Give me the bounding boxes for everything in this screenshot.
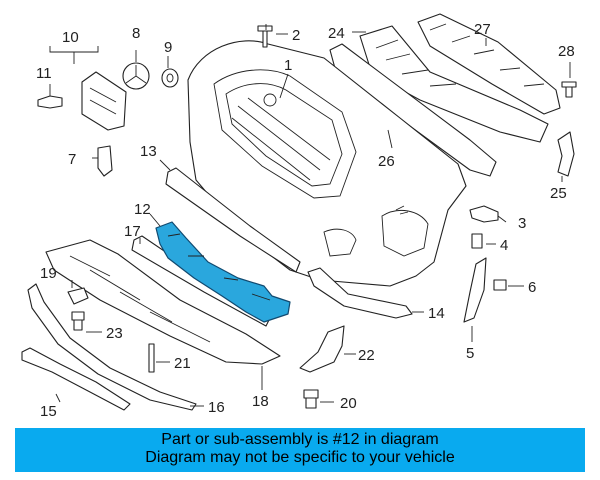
- part-1-bumper-cover: [187, 40, 467, 287]
- part-3-bracket: [469, 205, 499, 223]
- leader-lines: [49, 24, 571, 407]
- callout-24: 24: [328, 25, 345, 42]
- part-25-side-bracket: [557, 131, 575, 177]
- callout-26: 26: [378, 153, 395, 170]
- fastener-28: [561, 81, 577, 98]
- part-9-grommet: [161, 68, 179, 88]
- callout-labels: 1 2 3 4 5 6 7 8 9 10 11 12 13 14 15 16 1…: [36, 21, 575, 420]
- fastener-4: [471, 233, 483, 249]
- callout-11: 11: [36, 65, 52, 82]
- part-12-highlighted-bracket: [155, 221, 291, 323]
- info-banner: Part or sub-assembly is #12 in diagram D…: [15, 428, 585, 472]
- callout-17: 17: [124, 223, 141, 240]
- fastener-23: [71, 311, 85, 331]
- part-10-plate-bracket: [81, 71, 127, 131]
- callout-10: 10: [62, 29, 79, 46]
- callout-3: 3: [518, 215, 526, 232]
- fastener-21: [148, 343, 155, 373]
- callout-18: 18: [252, 393, 269, 410]
- part-11-clip: [37, 95, 63, 109]
- part-19-clip: [67, 287, 89, 305]
- part-27-reinforcement: [417, 13, 561, 115]
- callout-2: 2: [292, 27, 300, 44]
- banner-line-2: Diagram may not be specific to your vehi…: [145, 449, 455, 466]
- fastener-6: [493, 279, 507, 291]
- part-13-lower-strip: [165, 167, 301, 273]
- callout-19: 19: [40, 265, 57, 282]
- callout-1: 1: [284, 57, 292, 74]
- callout-14: 14: [428, 305, 445, 322]
- part-14-trim: [307, 267, 413, 319]
- callout-25: 25: [550, 185, 567, 202]
- part-5-guide: [463, 257, 487, 323]
- callout-16: 16: [208, 399, 225, 416]
- callout-22: 22: [358, 347, 375, 364]
- callout-28: 28: [558, 43, 575, 60]
- callout-7: 7: [68, 151, 76, 168]
- banner-line-1: Part or sub-assembly is #12 in diagram: [161, 431, 439, 448]
- part-16-front-spoiler: [27, 283, 197, 411]
- callout-27: 27: [474, 21, 491, 38]
- callout-20: 20: [340, 395, 357, 412]
- callout-6: 6: [528, 279, 536, 296]
- callout-23: 23: [106, 325, 123, 342]
- callout-15: 15: [40, 403, 57, 420]
- callout-9: 9: [164, 39, 172, 56]
- part-7-clip: [97, 145, 113, 177]
- part-22-bracket: [299, 325, 345, 373]
- part-8-emblem: [122, 62, 150, 90]
- callout-4: 4: [500, 237, 508, 254]
- part-18-splash-shield: [45, 239, 281, 365]
- fastener-20: [303, 389, 319, 409]
- callout-5: 5: [466, 345, 474, 362]
- part-15-lower-lip: [21, 347, 131, 411]
- callout-13: 13: [140, 143, 157, 160]
- fastener-2: [257, 25, 273, 48]
- callout-21: 21: [174, 355, 191, 372]
- callout-8: 8: [132, 25, 140, 42]
- callout-12: 12: [134, 201, 151, 218]
